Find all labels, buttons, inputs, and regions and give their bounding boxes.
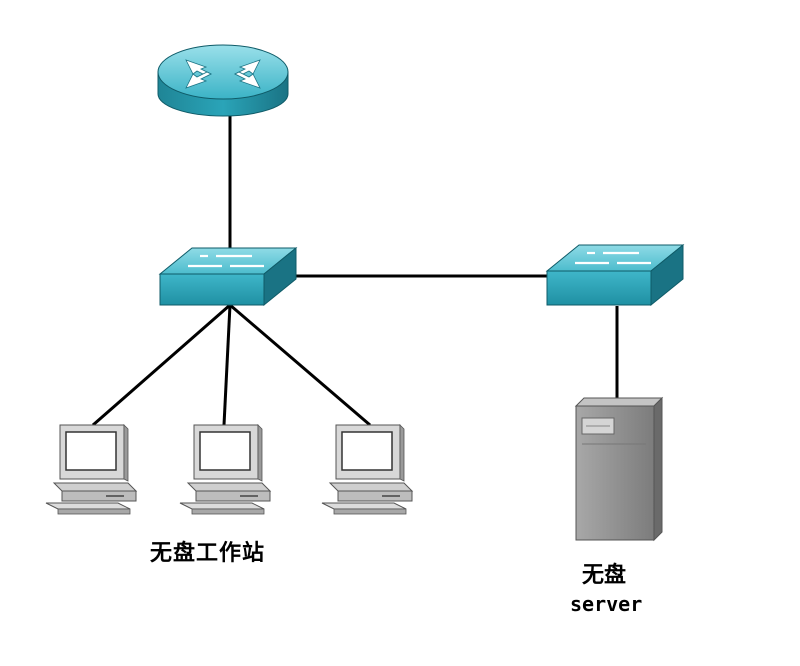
server-label-line1: 无盘 bbox=[582, 563, 627, 588]
links bbox=[92, 115, 619, 427]
switch-icon bbox=[158, 246, 298, 307]
workstation-icon bbox=[179, 424, 271, 515]
router-icon bbox=[157, 44, 289, 117]
workstation-icon bbox=[321, 424, 413, 515]
workstations-label: 无盘工作站 bbox=[150, 541, 266, 566]
workstation-icon bbox=[45, 424, 137, 515]
link-switch-1-workstation-1 bbox=[92, 303, 231, 427]
link-switch-1-workstation-2 bbox=[222, 304, 232, 426]
server-icon bbox=[574, 396, 664, 542]
server-label-line2: server bbox=[570, 592, 643, 616]
switch-icon bbox=[545, 243, 685, 307]
link-switch-1-workstation-3 bbox=[229, 303, 371, 427]
